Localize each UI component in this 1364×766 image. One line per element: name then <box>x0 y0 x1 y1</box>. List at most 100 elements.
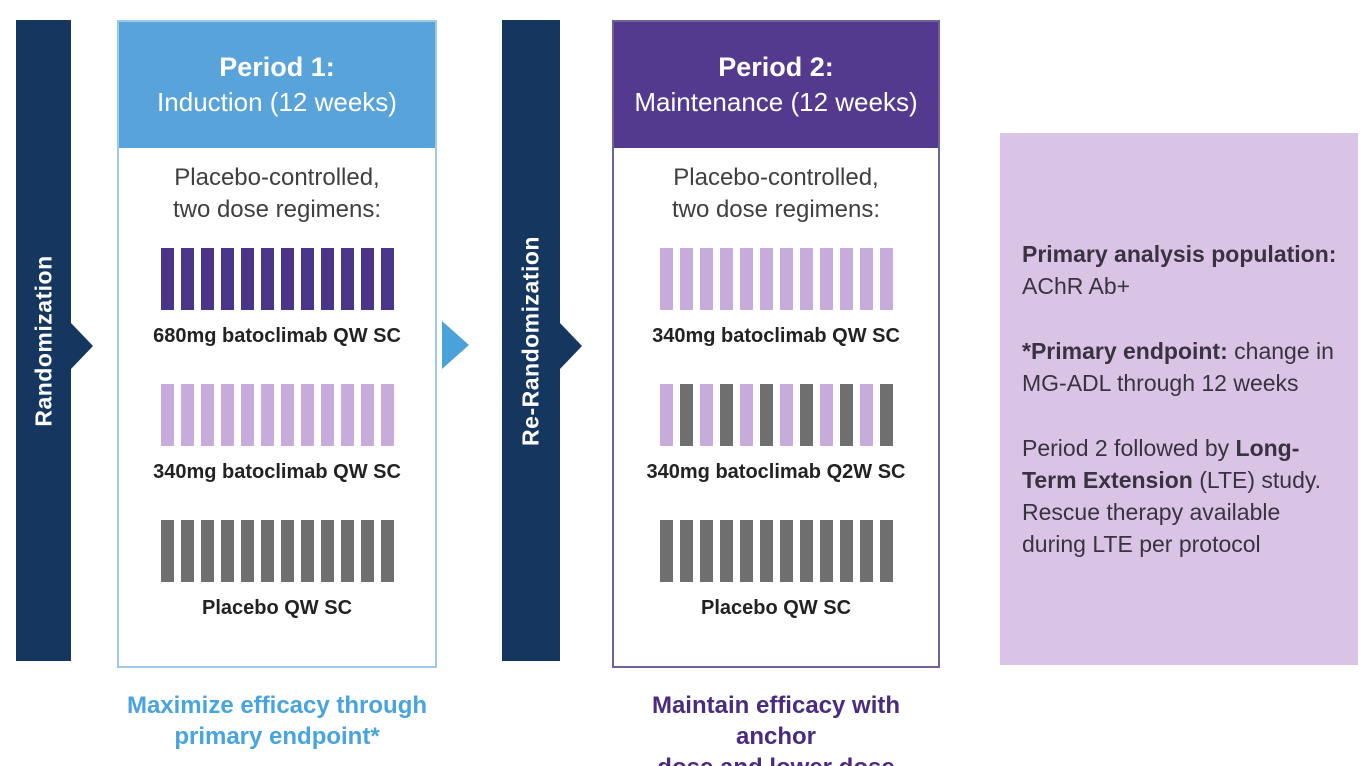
info-panel-p3-post: (LTE) study. Rescue therapy available du… <box>1022 467 1322 557</box>
randomization-label: Randomization <box>30 254 56 427</box>
tick-light <box>879 248 893 310</box>
arm-label: 340mg batoclimab QW SC <box>153 461 401 483</box>
tick-gray <box>340 520 354 582</box>
tick-light <box>380 384 394 446</box>
dose-ticks-row <box>160 520 394 582</box>
tick-light <box>340 384 354 446</box>
dose-ticks-row <box>659 384 893 446</box>
tick-gray <box>300 520 314 582</box>
caption-period2: Maintain efficacy with anchor dose and l… <box>612 690 940 766</box>
period1-arm-340mg: 340mg batoclimab QW SC <box>153 384 401 484</box>
info-panel-p2-bold: *Primary endpoint: <box>1022 338 1228 364</box>
tick-dark <box>260 248 274 310</box>
tick-light <box>779 384 793 446</box>
info-panel-p2-rest: change in MG-ADL through 12 weeks <box>1022 338 1334 396</box>
tick-light <box>320 384 334 446</box>
tick-light <box>739 248 753 310</box>
info-panel-p3-pre: Period 2 followed by <box>1022 435 1236 461</box>
caption-period1-line2: primary endpoint* <box>174 723 380 750</box>
tick-gray <box>879 520 893 582</box>
tick-dark <box>160 248 174 310</box>
info-panel-paragraph-population: Primary analysis population: AChR Ab+ <box>1022 238 1346 302</box>
caption-period2-line2: dose and lower dose <box>657 754 894 766</box>
tick-light <box>360 384 374 446</box>
period2-body: Placebo-controlled, two dose regimens: 3… <box>614 148 938 620</box>
tick-gray <box>200 520 214 582</box>
tick-light <box>280 384 294 446</box>
arm-label: 340mg batoclimab Q2W SC <box>646 461 906 483</box>
info-panel-p1-rest: AChR Ab+ <box>1022 273 1131 299</box>
arm-label: Placebo QW SC <box>201 597 353 619</box>
tick-gray <box>320 520 334 582</box>
tick-dark <box>380 248 394 310</box>
tick-light <box>699 248 713 310</box>
tick-gray <box>679 384 693 446</box>
period2-title: Period 2: <box>718 52 834 82</box>
info-panel-p3-bold: Long-Term Extension <box>1022 435 1300 493</box>
dose-ticks-row <box>659 520 893 582</box>
tick-light <box>799 248 813 310</box>
tick-light <box>719 248 733 310</box>
tick-dark <box>280 248 294 310</box>
info-panel-p1-bold: Primary analysis population: <box>1022 241 1337 267</box>
period2-box: Period 2: Maintenance (12 weeks) Placebo… <box>612 20 940 668</box>
period1-box: Period 1: Induction (12 weeks) Placebo-c… <box>117 20 437 668</box>
tick-gray <box>799 384 813 446</box>
period2-arm-placebo: Placebo QW SC <box>659 520 893 620</box>
tick-dark <box>240 248 254 310</box>
tick-light <box>659 248 673 310</box>
period2-arm-340mg-qw: 340mg batoclimab QW SC <box>652 248 900 348</box>
tick-gray <box>240 520 254 582</box>
rerandomization-label: Re-Randomization <box>517 235 544 446</box>
tick-light <box>779 248 793 310</box>
period2-subtitle: Maintenance (12 weeks) <box>634 87 918 117</box>
tick-dark <box>320 248 334 310</box>
tick-gray <box>360 520 374 582</box>
tick-light <box>659 384 673 446</box>
tick-dark <box>220 248 234 310</box>
period1-intro: Placebo-controlled, two dose regimens: <box>173 162 381 226</box>
period1-arm-680mg: 680mg batoclimab QW SC <box>153 248 401 348</box>
flow-arrow-icon <box>442 321 469 369</box>
period1-intro-line1: Placebo-controlled, <box>174 164 380 191</box>
tick-gray <box>659 520 673 582</box>
period2-intro-line2: two dose regimens: <box>671 196 881 223</box>
tick-dark <box>200 248 214 310</box>
tick-light <box>200 384 214 446</box>
randomization-bar: Randomization <box>16 20 93 661</box>
tick-light <box>819 384 833 446</box>
tick-light <box>759 248 773 310</box>
tick-gray <box>819 520 833 582</box>
tick-gray <box>839 384 853 446</box>
tick-light <box>839 248 853 310</box>
tick-light <box>699 384 713 446</box>
tick-dark <box>180 248 194 310</box>
tick-gray <box>160 520 174 582</box>
arm-label: Placebo QW SC <box>700 597 852 619</box>
tick-light <box>859 248 873 310</box>
caption-period2-line1: Maintain efficacy with anchor <box>651 692 901 750</box>
info-panel: Primary analysis population: AChR Ab+ *P… <box>1000 133 1358 665</box>
tick-gray <box>879 384 893 446</box>
tick-light <box>859 384 873 446</box>
tick-gray <box>699 520 713 582</box>
tick-gray <box>280 520 294 582</box>
info-panel-paragraph-endpoint: *Primary endpoint: change in MG-ADL thro… <box>1022 335 1346 399</box>
tick-gray <box>759 384 773 446</box>
tick-light <box>300 384 314 446</box>
tick-gray <box>719 520 733 582</box>
tick-gray <box>839 520 853 582</box>
tick-gray <box>679 520 693 582</box>
tick-light <box>260 384 274 446</box>
caption-period1: Maximize efficacy through primary endpoi… <box>117 690 437 752</box>
tick-light <box>739 384 753 446</box>
period1-title: Period 1: <box>219 52 335 82</box>
tick-gray <box>719 384 733 446</box>
tick-light <box>819 248 833 310</box>
tick-gray <box>759 520 773 582</box>
tick-light <box>679 248 693 310</box>
period1-header: Period 1: Induction (12 weeks) <box>119 22 435 148</box>
period2-header: Period 2: Maintenance (12 weeks) <box>614 22 938 148</box>
arm-label: 680mg batoclimab QW SC <box>153 325 401 347</box>
period2-intro: Placebo-controlled, two dose regimens: <box>672 162 880 226</box>
